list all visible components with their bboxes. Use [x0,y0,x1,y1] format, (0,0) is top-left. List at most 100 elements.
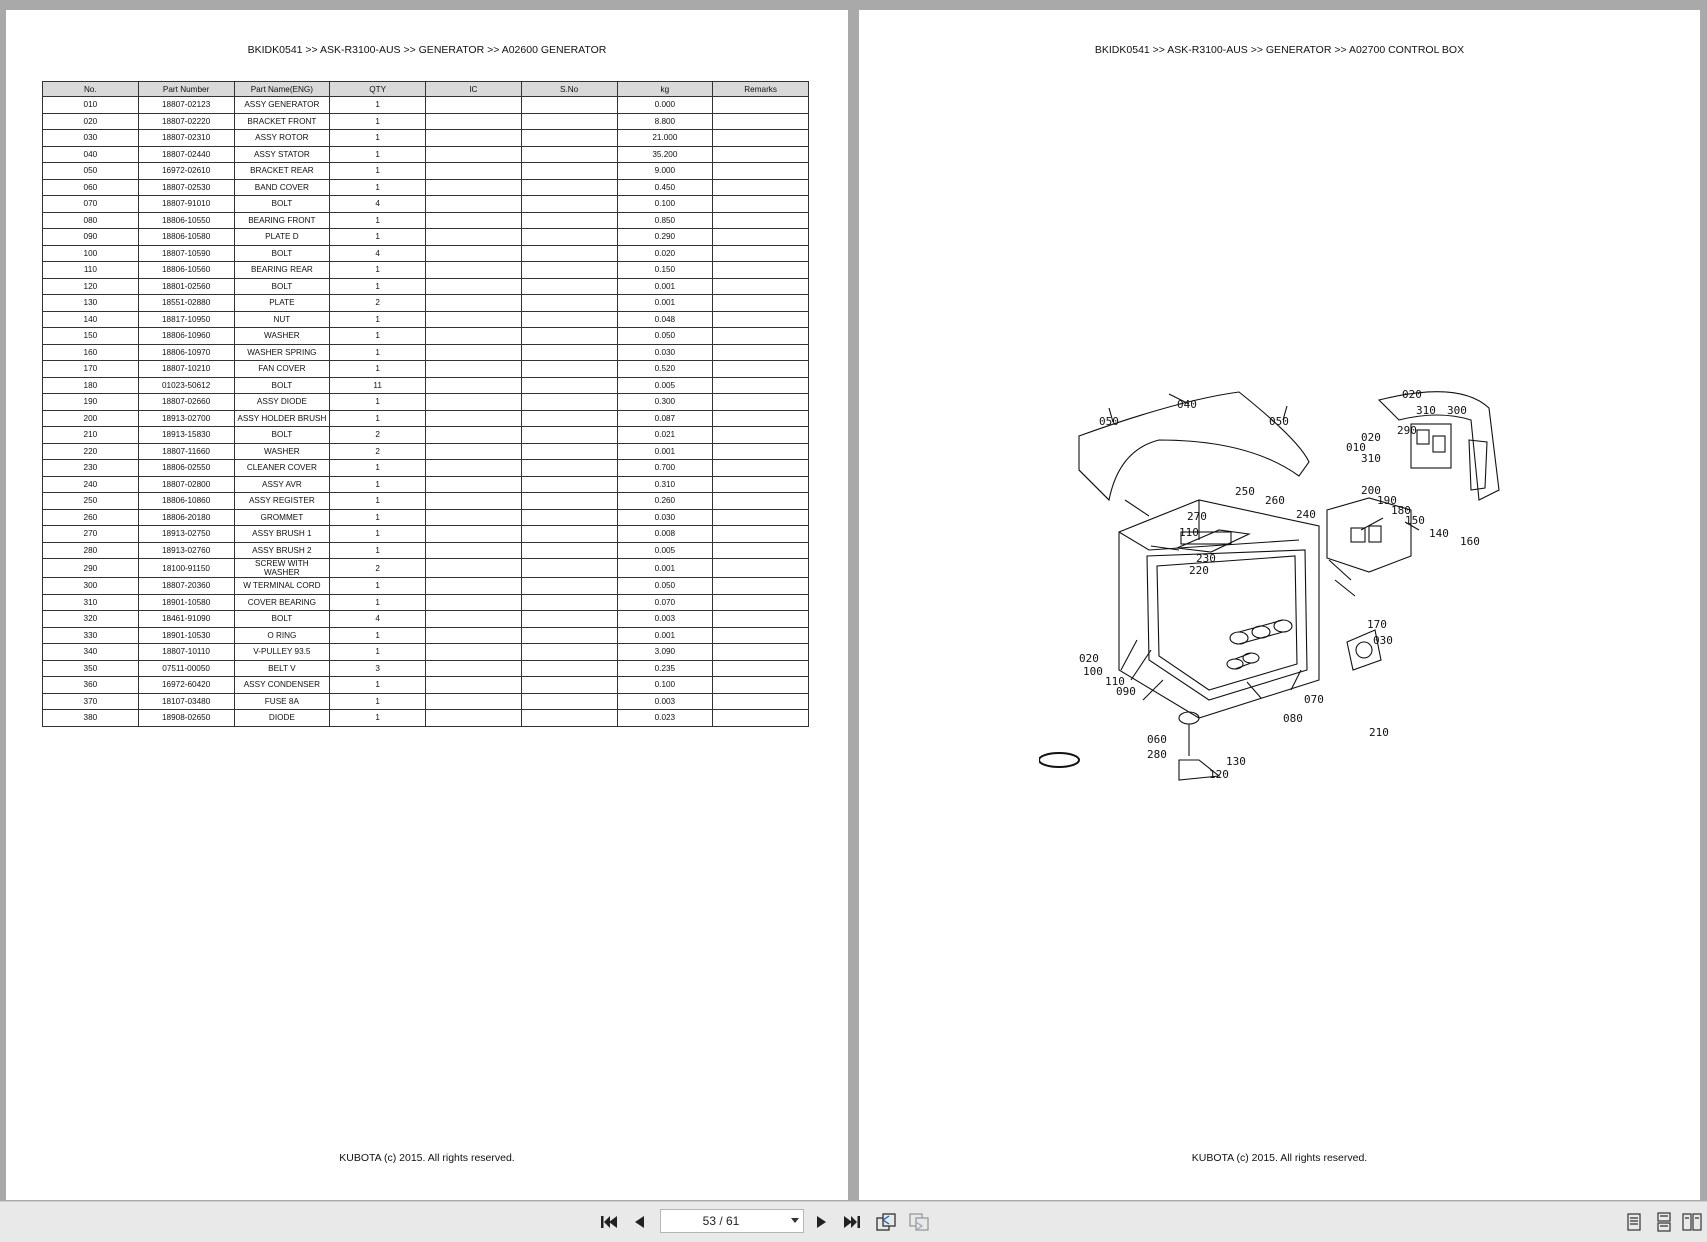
table-cell: 340 [42,643,139,661]
diagram-callout: 110 [1105,675,1125,688]
table-cell: 1 [329,310,426,328]
diagram-callout: 050 [1269,415,1289,428]
table-cell: 040 [42,145,139,163]
table-cell [520,112,618,130]
table-cell: 18100-91150 [137,558,235,578]
table-cell: 1 [329,643,426,661]
prev-page-icon[interactable] [628,1211,650,1233]
table-cell [520,211,618,229]
table-cell: 0.003 [616,692,714,710]
diagram-callout: 140 [1429,527,1449,540]
table-cell [520,195,618,213]
table-cell [712,112,809,130]
table-cell [425,294,522,312]
table-cell: 16972-02610 [137,162,235,180]
table-cell [425,409,522,427]
diagram-callout: 220 [1189,564,1209,577]
table-cell: 18807-20360 [137,577,235,595]
table-cell: ASSY GENERATOR [233,96,331,114]
table-cell: 170 [42,360,139,378]
table-cell: 050 [42,162,139,180]
table-cell: 18806-10860 [137,492,235,510]
table-cell: 0.260 [616,492,714,510]
table-cell: O RING [233,626,331,644]
table-cell: 9.000 [616,162,714,180]
table-cell: 18806-10560 [137,261,235,279]
table-cell: ASSY DIODE [233,393,331,411]
continuous-icon[interactable] [1653,1211,1675,1233]
table-cell [520,610,618,628]
table-cell [520,343,618,361]
table-cell: 18901-10530 [137,626,235,644]
table-cell: 07511-00050 [137,659,235,677]
table-cell [712,525,809,543]
table-cell [712,178,809,196]
table-cell: 0.520 [616,360,714,378]
table-cell: 18807-10110 [137,643,235,661]
table-cell: 150 [42,327,139,345]
table-cell [425,558,522,578]
chevron-down-icon[interactable] [791,1218,799,1223]
diagram-callout: 100 [1083,665,1103,678]
table-cell [425,211,522,229]
table-cell [712,277,809,295]
page-number-input[interactable] [661,1210,781,1232]
next-page-icon[interactable] [811,1211,833,1233]
table-cell: 18807-11660 [137,442,235,460]
table-cell [712,492,809,510]
table-cell [520,492,618,510]
table-cell [520,709,618,727]
table-cell: 310 [42,593,139,611]
table-cell: 0.005 [616,541,714,559]
facing-pages-icon[interactable] [1681,1211,1703,1233]
table-cell: 0.048 [616,310,714,328]
table-cell [712,692,809,710]
table-cell: 18908-02650 [137,709,235,727]
table-cell [520,593,618,611]
table-cell: 18913-15830 [137,426,235,444]
table-cell: 280 [42,541,139,559]
previous-view-icon[interactable] [875,1211,897,1233]
table-cell [712,294,809,312]
diagram-callout: 210 [1369,726,1389,739]
table-cell: 1 [329,593,426,611]
table-cell: 130 [42,294,139,312]
first-page-icon[interactable] [598,1211,620,1233]
table-cell [520,426,618,444]
diagram-callout: 180 [1391,504,1411,517]
table-cell: 18801-02560 [137,277,235,295]
last-page-icon[interactable] [841,1211,863,1233]
table-cell [425,244,522,262]
table-cell: 0.003 [616,610,714,628]
table-cell [520,376,618,394]
diagram-callout: 090 [1116,685,1136,698]
next-view-icon[interactable] [908,1211,930,1233]
table-cell: 0.150 [616,261,714,279]
diagram-callout: 080 [1283,712,1303,725]
single-page-icon[interactable] [1623,1211,1645,1233]
table-cell: 230 [42,459,139,477]
table-cell [425,145,522,163]
table-cell [425,178,522,196]
table-cell: 1 [329,327,426,345]
table-cell: 080 [42,211,139,229]
table-cell: GROMMET [233,508,331,526]
table-cell: 160 [42,343,139,361]
table-cell [520,261,618,279]
table-cell: 1 [329,676,426,694]
table-cell: BOLT [233,244,331,262]
table-cell: ASSY REGISTER [233,492,331,510]
control-box-exploded-diagram [1039,391,1500,781]
table-cell: 18807-02530 [137,178,235,196]
table-cell [712,709,809,727]
table-cell [712,393,809,411]
table-cell: BOLT [233,195,331,213]
table-cell: BAND COVER [233,178,331,196]
table-cell: WASHER [233,442,331,460]
page-number-box[interactable] [660,1209,804,1233]
